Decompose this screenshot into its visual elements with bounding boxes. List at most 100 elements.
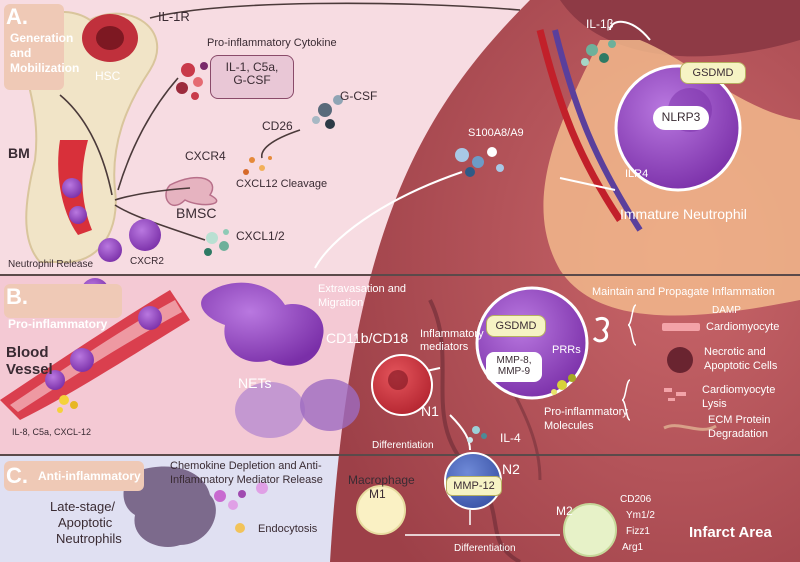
label-immature-neutrophil: Immature Neutrophil: [620, 206, 747, 222]
section-a-header: [4, 4, 64, 90]
prrs-receptor: [592, 316, 609, 343]
label-neutrophil-release: Neutrophil Release: [8, 259, 94, 270]
gsdmd-label-a: GSDMD: [692, 67, 734, 79]
label-extrav-2: Migration: [318, 297, 364, 309]
label-blood-1: Blood: [6, 344, 49, 361]
label-n2: N2: [502, 461, 520, 477]
endocytosis-cluster: [214, 482, 268, 533]
label-bmsc: BMSC: [176, 205, 217, 221]
section-b-header: [4, 284, 122, 318]
label-infarct: Infarct Area: [689, 524, 772, 541]
label-ecm-2: Degradation: [708, 428, 768, 440]
label-cd26: CD26: [262, 119, 293, 133]
section-c-letter: C.: [6, 463, 28, 488]
label-gcsf: G-CSF: [340, 89, 378, 103]
label-inflam-2: mediators: [420, 341, 469, 353]
label-hsc: HSC: [95, 69, 121, 83]
nlrp3-box: NLRP3: [653, 106, 709, 130]
label-prrs: PRRs: [552, 344, 581, 356]
gsdmd-box-b: GSDMD: [486, 315, 546, 337]
label-il4: IL-4: [500, 431, 521, 445]
label-bm: BM: [8, 145, 30, 161]
mmp-line-2: MMP-9: [497, 366, 531, 377]
label-lysis-1: Cardiomyocyte: [702, 384, 776, 396]
gsdmd-label-b: GSDMD: [495, 320, 537, 332]
cytokine-box-line-1: IL-1, C5a,: [225, 60, 279, 74]
section-c-title: Anti-inflammatory: [38, 469, 141, 483]
gsdmd-box-a: GSDMD: [680, 62, 746, 84]
label-damp: DAMP: [712, 305, 741, 316]
section-a-title-2: and: [10, 46, 32, 60]
section-b-title: Pro-inflammatory: [8, 317, 108, 331]
label-ym: Ym1/2: [626, 510, 655, 521]
cxcl12-fragments: [243, 156, 272, 175]
label-differentiation-c: Differentiation: [454, 543, 516, 554]
bmsc-cell: [165, 176, 218, 207]
label-necrotic-2: Apoptotic Cells: [704, 360, 778, 372]
label-chemokine-2: Inflammatory Mediator Release: [170, 474, 323, 486]
nets-mesh: [235, 379, 360, 438]
label-cd11b: CD11b/CD18: [326, 330, 409, 346]
cardiomyocyte-icon: [662, 323, 700, 331]
proinf-molecules: [551, 374, 576, 395]
cytokine-cluster: [176, 62, 208, 100]
label-lysis-2: Lysis: [702, 398, 727, 410]
label-late-1: Late-stage/: [50, 499, 116, 514]
m1-macrophage: [356, 485, 406, 535]
section-a-title-3: Mobilization: [10, 61, 80, 75]
s100-cluster: [455, 147, 504, 177]
section-a-title-1: Generation: [10, 31, 74, 45]
neutrophil-released: [129, 219, 161, 251]
section-a-letter: A.: [6, 4, 28, 29]
label-differentiation-b: Differentiation: [372, 440, 434, 451]
label-arg: Arg1: [622, 542, 644, 553]
label-proinf-1: Pro-inflammatory: [544, 406, 628, 418]
label-il1r: IL-1R: [158, 9, 190, 24]
label-blood-2: Vessel: [6, 361, 53, 378]
label-late-2: Apoptotic: [58, 515, 113, 530]
label-fizz: Fizz1: [626, 526, 650, 537]
label-m2: M2: [556, 504, 573, 518]
label-chemokine-1: Chemokine Depletion and Anti-: [170, 460, 322, 472]
mmp12-box: MMP-12: [446, 476, 502, 496]
label-endocytosis: Endocytosis: [258, 523, 318, 535]
apoptotic-neutrophil: [123, 466, 216, 547]
vein: [552, 29, 643, 232]
gcsf-cluster: [312, 95, 343, 129]
mmp12-label: MMP-12: [453, 480, 495, 492]
il4-cluster: [467, 426, 487, 443]
ecm-icon: [663, 424, 717, 431]
label-ilr4: ILR4: [625, 168, 649, 180]
label-cardiomyocyte: Cardiomyocyte: [706, 321, 780, 333]
label-cxcr4: CXCR4: [185, 149, 226, 163]
label-proinf-2: Molecules: [544, 420, 594, 432]
label-m1: M1: [369, 487, 386, 501]
label-ecm-1: ECM Protein: [708, 414, 771, 426]
il8-cluster: [57, 395, 78, 413]
label-il8: IL-8, C5a, CXCL-12: [12, 427, 92, 437]
il1b-cluster: [581, 40, 616, 66]
mmp-box: MMP-8, MMP-9: [486, 352, 542, 382]
label-inflam-1: Inflammatory: [420, 328, 484, 340]
label-extrav-1: Extravasation and: [318, 283, 407, 295]
label-pro-cytokine: Pro-inflammatory Cytokine: [207, 37, 337, 49]
necrotic-cell-icon: [667, 347, 693, 373]
label-nets: NETs: [238, 375, 272, 391]
arrows-a: [59, 2, 521, 241]
nlrp3-label: NLRP3: [661, 110, 701, 124]
label-cxcl12: CXCL1/2: [236, 229, 285, 243]
cytokine-box-line-2: G-CSF: [233, 73, 271, 88]
label-il1b: IL-1β: [586, 17, 614, 31]
artery: [536, 29, 623, 222]
m2-macrophage: [563, 503, 617, 557]
label-maintain: Maintain and Propagate Inflammation: [592, 286, 775, 298]
lysis-icon: [664, 388, 686, 401]
label-cxcl12-cleavage: CXCL12 Cleavage: [236, 178, 328, 190]
cxcl12-cluster: [204, 229, 229, 256]
label-s100: S100A8/A9: [468, 127, 524, 139]
label-cxcr2: CXCR2: [130, 256, 164, 267]
label-macrophage: Macrophage: [348, 473, 415, 487]
extravasating-neutrophil: [201, 282, 324, 366]
mmp-line-1: MMP-8,: [496, 355, 532, 366]
